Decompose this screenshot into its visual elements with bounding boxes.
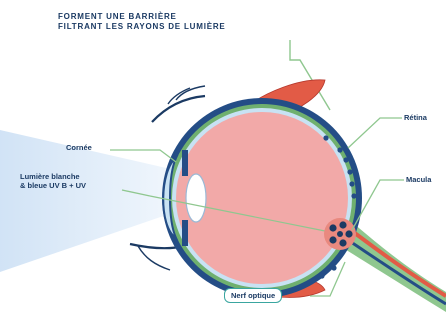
label-macula: Macula xyxy=(406,175,431,184)
optic-nerve-vessel-red xyxy=(348,228,446,296)
iris-upper xyxy=(182,150,188,176)
macula-cluster xyxy=(324,218,356,250)
lens xyxy=(186,174,206,222)
label-optic-nerve: Nerf optique xyxy=(224,288,282,303)
upper-eyelid xyxy=(152,96,205,122)
title-line-1: FORMENT UNE BARRIÈRE xyxy=(58,12,226,22)
diagram-title: FORMENT UNE BARRIÈRE FILTRANT LES RAYONS… xyxy=(58,12,226,32)
label-retina: Rétina xyxy=(404,113,427,122)
title-line-2: FILTRANT LES RAYONS DE LUMIÈRE xyxy=(58,22,226,32)
retina-leader xyxy=(348,118,402,148)
optic-nerve-vessel-blue xyxy=(345,238,446,304)
label-light: Lumière blanche & bleue UV B + UV xyxy=(20,172,86,190)
label-cornea: Cornée xyxy=(66,143,92,152)
lower-eyelashes xyxy=(138,246,170,270)
iris-lower xyxy=(182,220,188,246)
label-light-line-1: Lumière blanche xyxy=(20,172,86,181)
upper-eyelashes xyxy=(168,86,205,104)
label-light-line-2: & bleue UV B + UV xyxy=(20,181,86,190)
